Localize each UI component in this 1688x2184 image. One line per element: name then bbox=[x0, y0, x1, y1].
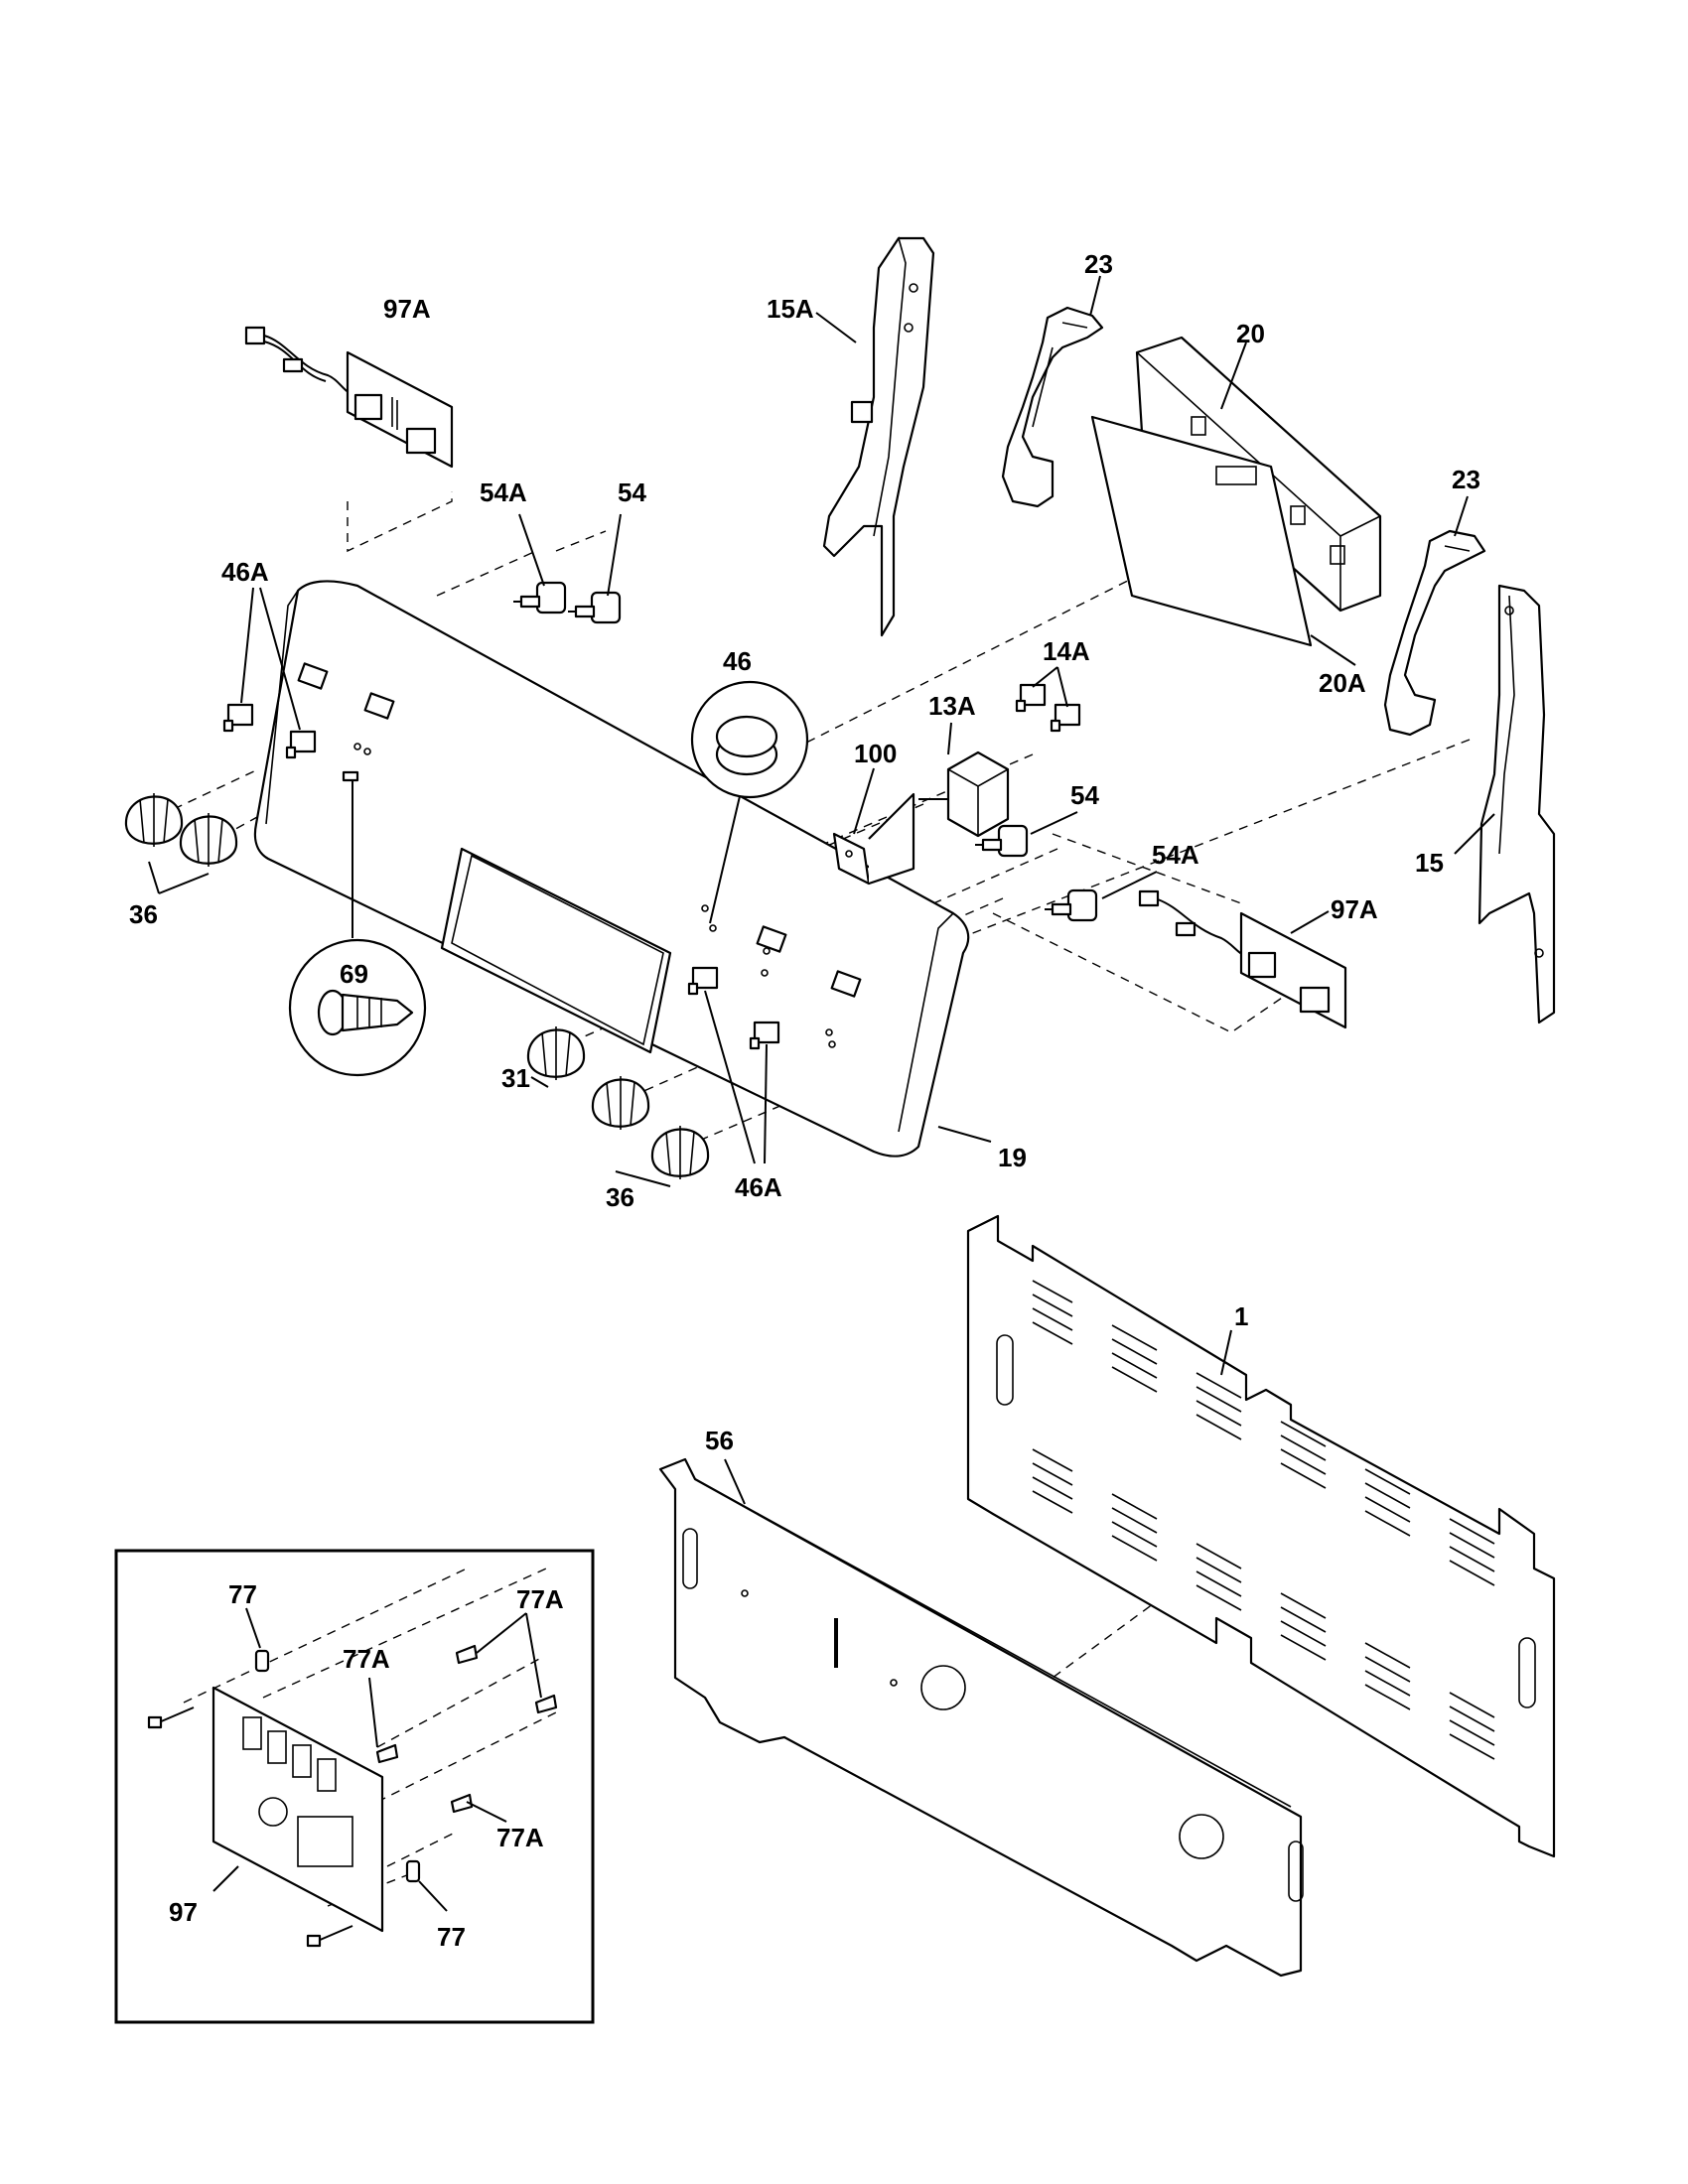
backguard-panel-19 bbox=[253, 580, 970, 1158]
label-20a: 20A bbox=[1319, 668, 1366, 698]
label-15a: 15A bbox=[767, 294, 814, 324]
label-54a-top: 54A bbox=[480, 478, 527, 507]
label-77a-c: 77A bbox=[496, 1823, 544, 1852]
label-77a-a: 77A bbox=[343, 1644, 390, 1674]
support-77a-a bbox=[455, 1644, 479, 1665]
label-14a: 14A bbox=[1043, 636, 1090, 666]
label-100: 100 bbox=[854, 739, 897, 768]
knob-31 bbox=[526, 1024, 586, 1082]
label-31: 31 bbox=[501, 1063, 530, 1093]
back-panel-1 bbox=[966, 1214, 1556, 1858]
label-54a-mid: 54A bbox=[1152, 840, 1199, 870]
label-46: 46 bbox=[723, 646, 752, 676]
support-77a-d bbox=[450, 1793, 474, 1814]
spacer-77-top bbox=[254, 1649, 270, 1673]
spacer-77-bottom bbox=[405, 1859, 421, 1883]
label-13a: 13A bbox=[928, 691, 976, 721]
label-19: 19 bbox=[998, 1143, 1027, 1172]
switch-14a-a bbox=[1015, 683, 1047, 713]
trim-piece-23-top bbox=[1001, 306, 1104, 508]
support-77a-b bbox=[534, 1694, 558, 1714]
screw-69-callout bbox=[288, 770, 427, 1077]
knob-36-left-a bbox=[124, 791, 184, 849]
label-20: 20 bbox=[1236, 319, 1265, 348]
thermostat-54-top bbox=[566, 591, 622, 624]
screw-left bbox=[147, 1706, 195, 1729]
control-board-97 bbox=[211, 1686, 384, 1933]
label-54-mid: 54 bbox=[1070, 780, 1099, 810]
label-46a-left: 46A bbox=[221, 557, 269, 587]
inset-box bbox=[114, 1549, 595, 2024]
screw-bottom bbox=[306, 1925, 353, 1948]
label-15: 15 bbox=[1415, 848, 1444, 878]
electronic-control-20 bbox=[1090, 336, 1382, 647]
switch-14a-b bbox=[1050, 703, 1081, 733]
bracket-100 bbox=[832, 792, 915, 886]
back-panel-56 bbox=[658, 1457, 1304, 1978]
label-97a-mid: 97A bbox=[1331, 894, 1378, 924]
label-46a-bottom: 46A bbox=[735, 1172, 782, 1202]
knob-46-callout bbox=[690, 680, 809, 924]
knob-36-bottom-a bbox=[591, 1074, 650, 1132]
trim-piece-23-right bbox=[1383, 529, 1486, 737]
label-77-bottom: 77 bbox=[437, 1922, 466, 1952]
label-97a-top: 97A bbox=[383, 294, 431, 324]
side-bracket-15a bbox=[822, 236, 935, 637]
label-54-top: 54 bbox=[618, 478, 646, 507]
thermostat-54a-mid bbox=[1043, 888, 1098, 922]
support-77a-c bbox=[375, 1743, 399, 1764]
control-board-97a-mid bbox=[1138, 889, 1347, 1029]
infinite-switch-13a bbox=[918, 751, 1010, 838]
switch-46a-left-a bbox=[222, 703, 254, 733]
label-36-bottom: 36 bbox=[606, 1182, 634, 1212]
label-69: 69 bbox=[340, 959, 368, 989]
label-77-top: 77 bbox=[228, 1579, 257, 1609]
control-board-97a-top bbox=[244, 326, 454, 469]
thermostat-54a-top bbox=[511, 581, 567, 614]
label-77a-b: 77A bbox=[516, 1584, 564, 1614]
part-labels: 97A 15A 23 20 23 54A 54 46A 20A 14A 46 1… bbox=[129, 249, 1480, 1952]
side-bracket-15 bbox=[1477, 584, 1556, 1024]
label-97: 97 bbox=[169, 1897, 198, 1927]
label-23-top: 23 bbox=[1084, 249, 1113, 279]
leader-lines bbox=[148, 275, 1495, 1912]
label-1: 1 bbox=[1234, 1301, 1248, 1331]
knob-36-bottom-b bbox=[650, 1124, 710, 1181]
label-23-right: 23 bbox=[1452, 465, 1480, 494]
label-56: 56 bbox=[705, 1426, 734, 1455]
knob-36-left-b bbox=[179, 811, 238, 869]
label-36-left: 36 bbox=[129, 899, 158, 929]
